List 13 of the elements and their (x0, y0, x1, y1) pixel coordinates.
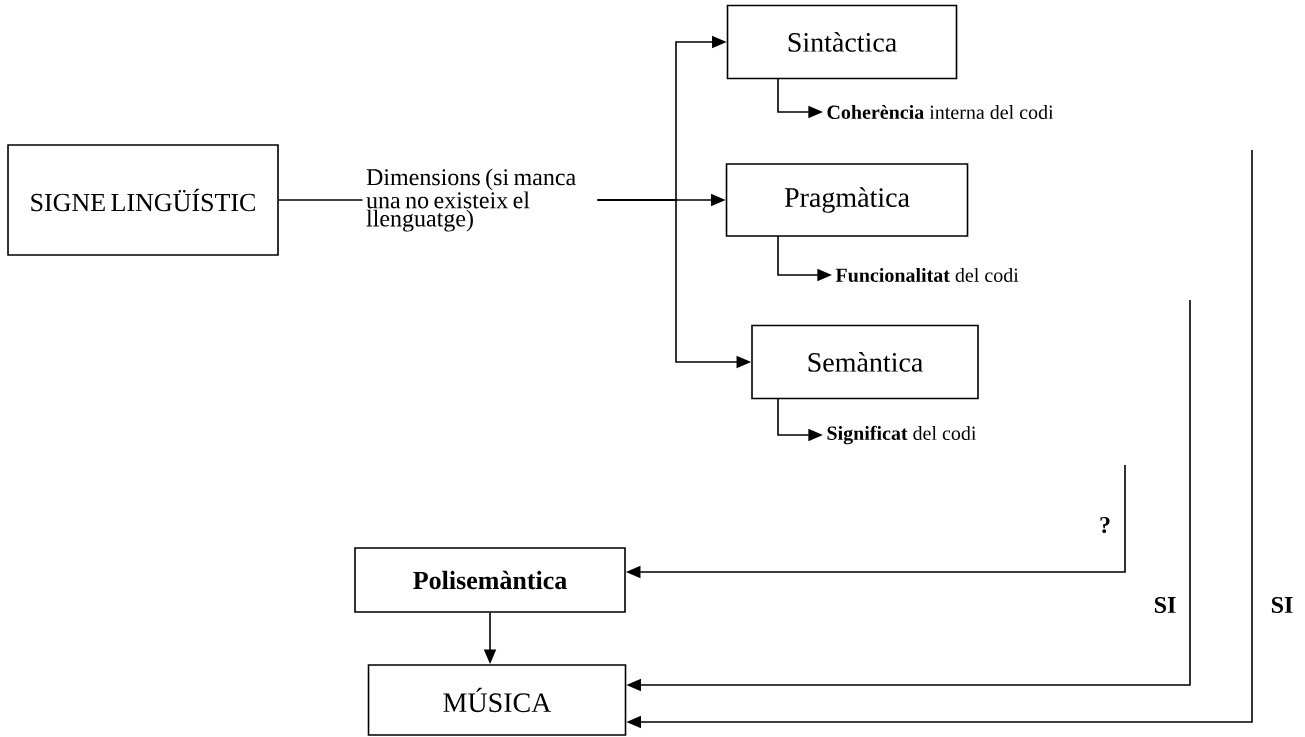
box: Semàntica (751, 324, 979, 400)
label-text: Funcionalitat del codi (835, 267, 1019, 283)
box: Sintàctica (726, 4, 958, 80)
box: MÚSICA (367, 664, 627, 736)
edge-label: SI (1152, 595, 1178, 615)
edge-label: SI (1269, 595, 1295, 615)
box: Polisemàntica (354, 547, 626, 613)
label-text: Dimensions (si manca una no existeix el llenguatge) (366, 168, 576, 232)
box: Pragmàtica (725, 163, 969, 237)
box: SIGNE LINGÜÍSTIC (7, 144, 279, 256)
label-text: Significat del codi (827, 425, 977, 445)
edge-label: ? (1097, 515, 1113, 535)
label-text: Coherència interna del codi (827, 104, 1054, 120)
